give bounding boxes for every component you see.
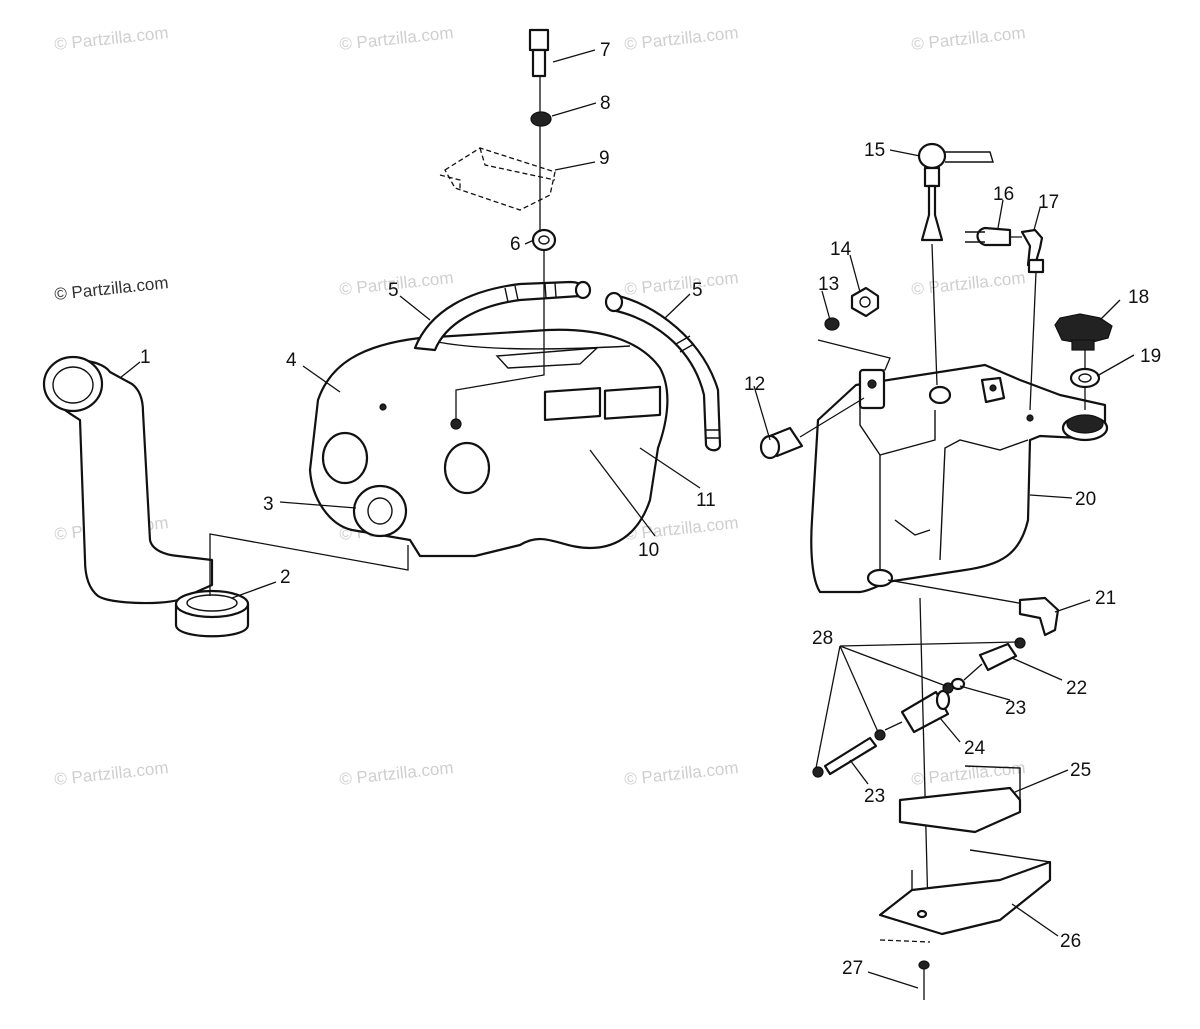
assembly-line-top: [455, 76, 545, 420]
callout-24: 24: [964, 738, 986, 759]
watermark: © Partzilla.com: [53, 23, 169, 54]
assembly-line-15: [931, 243, 938, 386]
assembly-line-27: [879, 939, 931, 943]
part-18-filler-cap: [1054, 313, 1113, 351]
callout-25: 25: [1070, 760, 1091, 781]
part-15-level-sensor: [917, 142, 994, 242]
callout-5-left: 5: [388, 280, 399, 301]
part-1-intake-elbow: [42, 355, 214, 605]
callout-9: 9: [599, 148, 610, 169]
callout-26: 26: [1060, 931, 1081, 952]
part-8-washer: [530, 111, 552, 127]
callout-3: 3: [263, 494, 274, 515]
assembly-line-vertical: [919, 597, 929, 911]
part-23-fuel-line-lower: [823, 736, 878, 776]
part-5-hose-right: [604, 291, 722, 452]
assembly-line-12: [799, 397, 865, 438]
part-9-bracket: [439, 147, 556, 211]
callout-28: 28: [812, 628, 833, 649]
part-17-fitting: [1020, 228, 1045, 274]
callout-6: 6: [510, 234, 521, 255]
callout-7: 7: [600, 40, 611, 61]
part-3-seal: [352, 484, 408, 538]
part-2-grommet: [174, 589, 250, 638]
watermark: © Partzilla.com: [910, 758, 1026, 789]
part-6-grommet: [531, 228, 557, 252]
part-27-screw: [918, 960, 930, 1000]
callout-21: 21: [1095, 588, 1116, 609]
callout-27: 27: [842, 958, 863, 979]
leader-lines: [119, 49, 1135, 989]
callout-23-upper: 23: [1005, 698, 1026, 719]
part-20-oil-tank: [810, 363, 1109, 594]
part-21-elbow-fitting: [1018, 596, 1060, 637]
assembly-line-13-14: [817, 339, 891, 371]
callout-12: 12: [744, 374, 765, 395]
callout-14: 14: [830, 239, 852, 260]
callout-17: 17: [1038, 192, 1059, 213]
part-23-fuel-line-upper: [950, 663, 983, 691]
part-19-gasket: [1069, 367, 1101, 389]
part-5-hose-left: [413, 280, 592, 352]
callout-23-lower: 23: [864, 786, 885, 807]
part-24-inline-filter: [884, 689, 951, 734]
part-7-bolt: [528, 28, 550, 78]
callout-4: 4: [286, 350, 297, 371]
assembly-line-21: [887, 579, 1031, 606]
callout-16: 16: [993, 184, 1014, 205]
watermark: © Partzilla.com: [53, 758, 169, 789]
callout-10: 10: [638, 540, 659, 561]
callout-5-right: 5: [692, 280, 703, 301]
assembly-line-17: [1010, 236, 1037, 411]
callout-20: 20: [1075, 489, 1096, 510]
part-13-washer: [824, 317, 840, 331]
watermark: © Partzilla.com: [623, 268, 739, 299]
callout-labels: 1 2 3 4 5 5 6 7 8 9 10 11 12 13 14 15 16…: [140, 40, 1161, 979]
watermark: © Partzilla.com: [910, 268, 1026, 299]
watermark: © Partzilla.com: [910, 23, 1026, 54]
callout-11: 11: [696, 490, 716, 511]
assembly-line-left: [209, 533, 409, 596]
callout-19: 19: [1140, 346, 1161, 367]
callout-2: 2: [280, 567, 291, 588]
part-16-hose: [965, 226, 1012, 247]
leader-28: [815, 641, 1019, 769]
callout-18: 18: [1128, 287, 1149, 308]
watermark-prominent: © Partzilla.com: [53, 273, 169, 304]
part-26-bracket: [878, 849, 1052, 936]
callout-13: 13: [818, 274, 839, 295]
callout-8: 8: [600, 93, 611, 114]
watermark: © Partzilla.com: [338, 23, 454, 54]
part-28-clamps: [812, 637, 1026, 778]
part-12-bolt: [759, 426, 804, 460]
watermark: © Partzilla.com: [338, 758, 454, 789]
part-22-connector: [978, 642, 1018, 672]
watermark: © Partzilla.com: [623, 758, 739, 789]
callout-15: 15: [864, 140, 885, 161]
callout-1: 1: [140, 347, 151, 368]
callout-22: 22: [1066, 678, 1087, 699]
part-14-nut: [850, 286, 880, 318]
watermark: © Partzilla.com: [623, 23, 739, 54]
